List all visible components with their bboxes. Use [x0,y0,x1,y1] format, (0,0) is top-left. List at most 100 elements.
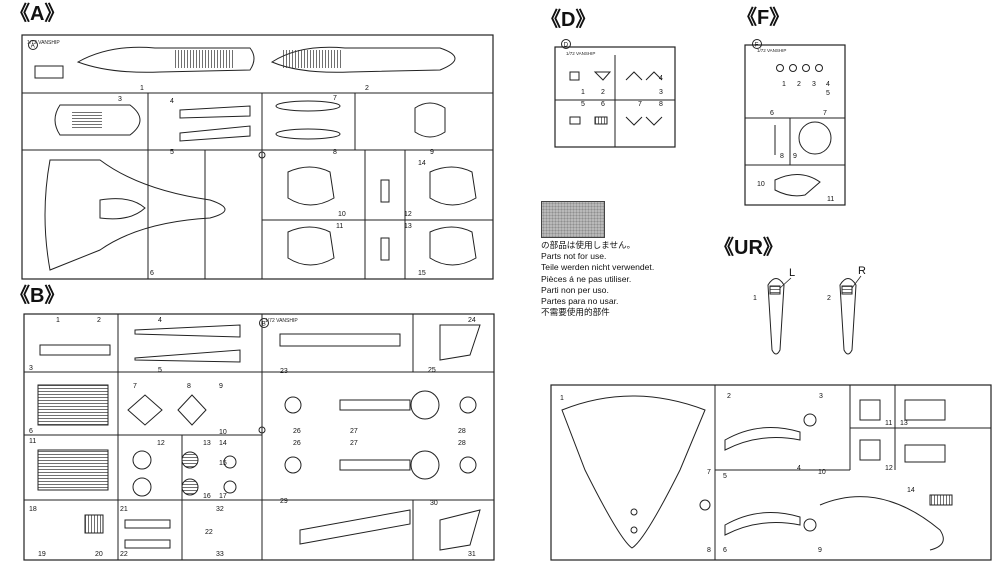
part-number-b: 15 [219,460,227,467]
part-number-g: 8 [707,547,711,554]
sheet-tag-letter: A [31,44,35,50]
sheet-d-parts [569,71,663,126]
part-number-b: 28 [458,428,466,435]
part-number-ur: 2 [827,295,831,302]
part-number-a: 14 [418,160,426,167]
part-number-d: 5 [581,101,585,108]
part-number-b: 31 [468,551,476,558]
sheet-d-frame [554,46,676,148]
part-number-b: 7 [133,383,137,390]
legend-line: Parti non per uso. [541,284,609,295]
part-number-a: 8 [333,149,337,156]
part-number-g: 13 [900,420,908,427]
part-number-f: 7 [823,110,827,117]
part-number-g: 4 [797,465,801,472]
part-number-ur: 1 [753,295,757,302]
part-number-d: 1 [581,89,585,96]
part-number-g: 10 [818,469,826,476]
part-number-b: 3 [29,365,33,372]
part-number-b: 13 [203,440,211,447]
legend-line: Teile werden nicht verwendet. [541,262,655,273]
sheet-b-code: 1/72 VANSHIP [265,318,298,324]
part-number-f: 6 [770,110,774,117]
sheet-a-parts [34,46,477,271]
part-number-f: 1 [782,81,786,88]
sheet-a-code: 1/72 VANSHIP [27,40,60,46]
part-number-b: 23 [280,368,288,375]
part-number-g: 11 [885,420,892,427]
part-number-a: 6 [150,270,154,277]
part-number-f: 4 [826,81,830,88]
part-number-b: 32 [216,506,224,513]
part-number-b: 6 [29,428,33,435]
part-number-d: 7 [638,101,642,108]
sheet-b-frame [23,313,495,561]
part-number-g: 6 [723,547,727,554]
part-number-g: 9 [818,547,822,554]
sheet-tag-badge [28,40,38,50]
part-number-b: 10 [219,429,227,436]
part-number-b: 27 [350,428,358,435]
part-number-g: 1 [560,395,564,402]
legend-line: Parts not for use. [541,251,607,262]
part-number-f: 8 [780,153,784,160]
part-number-b: 26 [293,440,301,447]
part-number-b: 27 [350,440,358,447]
legend-line: 不需要使用的部件 [541,307,610,318]
part-number-g: 3 [819,393,823,400]
part-number-b: 28 [458,440,466,447]
part-number-b: 11 [29,438,36,445]
part-number-a: 7 [333,95,337,102]
sheet-b-title: 《B》 [10,285,65,307]
part-number-a: 3 [118,96,122,103]
part-number-b: 26 [293,428,301,435]
legend-line: Pièces á ne pas utiliser. [541,273,632,284]
part-number-d: 4 [659,75,663,82]
part-number-f: 11 [827,196,834,203]
part-number-a: 5 [170,149,174,156]
part-number-b: 30 [430,500,438,507]
part-number-a: 9 [430,149,434,156]
part-number-f: 5 [826,90,830,97]
part-number-b: 22 [205,529,213,536]
ur-side-label: L [789,267,795,279]
part-number-f: 2 [797,81,801,88]
sheet-d-title: 《D》 [541,9,596,31]
sheet-ur-title: 《UR》 [714,237,783,259]
part-number-a: 4 [170,98,174,105]
part-number-d: 2 [601,89,605,96]
part-number-b: 21 [120,506,128,513]
sheet-tag-badge [561,39,571,49]
part-number-d: 8 [659,101,663,108]
sheet-g-parts [561,395,953,551]
part-number-b: 18 [29,506,37,513]
part-number-g: 2 [727,393,731,400]
sheet-d-code: 1/72 VANSHIP [566,51,595,56]
sheet-b-parts [37,324,481,551]
part-number-b: 14 [219,440,227,447]
sheet-tag-letter: B [262,322,266,328]
part-number-a: 2 [365,85,369,92]
part-number-b: 9 [219,383,223,390]
part-number-d: 3 [659,89,663,96]
part-number-g: 7 [707,469,711,476]
part-number-b: 2 [97,317,101,324]
legend-line: Partes para no usar. [541,296,619,307]
sheet-tag-letter: F [755,43,759,49]
part-number-b: 29 [280,498,288,505]
part-number-b: 22 [120,551,128,558]
unused-parts-legend: の部品は使用しません。 Parts not for use. Teile wer… [541,240,654,318]
part-number-g: 5 [723,473,727,480]
part-number-b: 19 [38,551,46,558]
part-number-a: 15 [418,270,426,277]
sheet-f-parts [774,60,846,197]
sheet-f-code: 1/72 VANSHIP [757,48,786,53]
part-number-b: 33 [216,551,224,558]
part-number-f: 10 [757,181,765,188]
sheet-tag-letter: D [564,43,569,49]
part-number-b: 25 [428,367,436,374]
part-number-a: 11 [336,223,343,230]
part-number-g: 14 [907,487,915,494]
part-number-a: 12 [404,211,412,218]
